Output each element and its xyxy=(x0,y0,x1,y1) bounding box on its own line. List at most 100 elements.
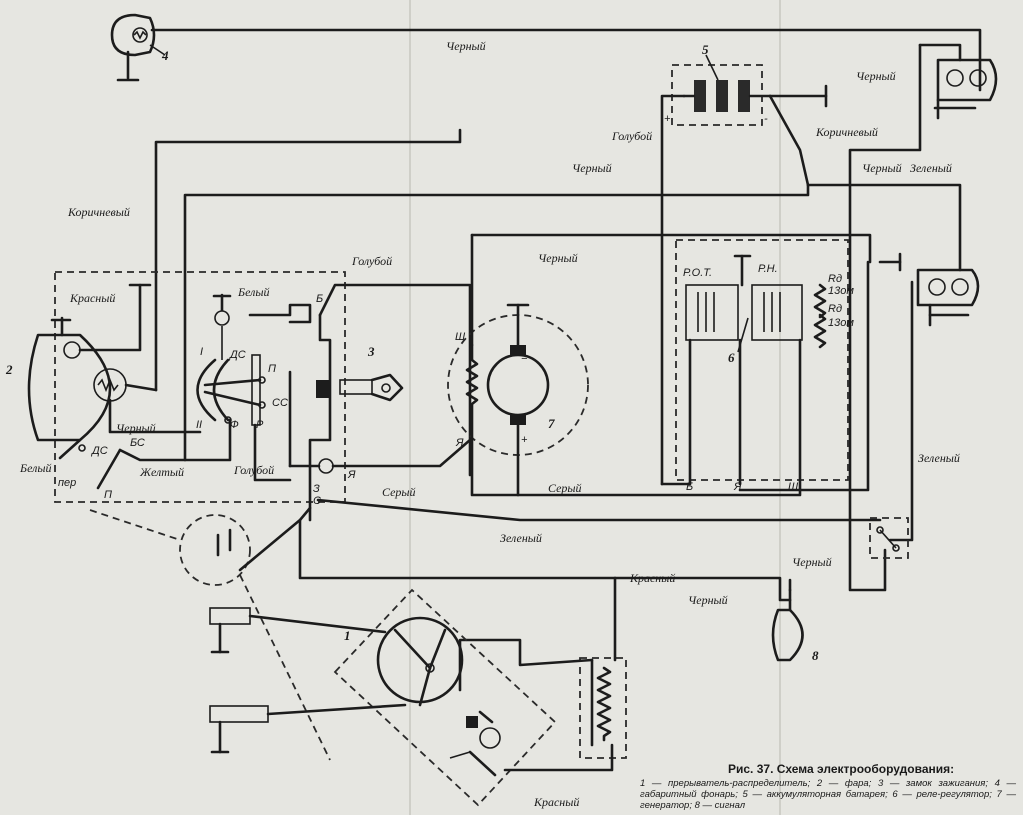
label-ignition-lock-number: 3 xyxy=(367,344,375,359)
terminal-rot: Р.О.Т. xyxy=(683,267,712,279)
terminal-z: З xyxy=(313,483,320,495)
wire-black-mid xyxy=(183,183,810,462)
headlight-switch-box xyxy=(54,271,346,503)
auxiliary-switch xyxy=(179,514,251,586)
regulator-box xyxy=(675,239,849,481)
label-parking-light-number: 4 xyxy=(161,48,169,63)
terminal-b-switch: Б xyxy=(316,293,323,305)
wire-blue-lower xyxy=(253,423,292,482)
wire-plug-upper xyxy=(248,614,387,634)
wire-label-brown-battery: Коричневый xyxy=(815,125,878,139)
wire-label-black-headlight: Черный xyxy=(116,421,156,435)
wire-label-yellow: Желтый xyxy=(139,465,184,479)
terminal-per: пер xyxy=(58,477,76,489)
terminal-p: П xyxy=(104,489,112,501)
wire-tail-upper xyxy=(918,43,962,62)
wire-grey-right xyxy=(516,423,802,497)
wire-brown-left xyxy=(154,128,462,392)
terminal-ii: II xyxy=(196,419,202,431)
dimmer-switch xyxy=(96,448,122,490)
terminal-r: Р xyxy=(256,419,264,431)
headlight xyxy=(27,316,127,442)
wire-label-green-far-right: Зеленый xyxy=(918,451,960,465)
wire-label-black-signal: Черный xyxy=(792,555,832,569)
wire-label-black-upper-right: Черный xyxy=(856,69,896,83)
switch-contact xyxy=(248,303,312,324)
terminal-s: С xyxy=(313,495,321,507)
label-breaker-number: 1 xyxy=(344,628,351,643)
wire-label-green-lower: Зеленый xyxy=(500,531,542,545)
wire-plug-lower xyxy=(266,703,407,716)
breaker-box xyxy=(333,588,557,807)
wire-brown-battery xyxy=(768,94,810,187)
wire-headlight-brown xyxy=(124,383,158,392)
terminal-bs: БС xyxy=(130,437,145,449)
terminal-rd1: Rд xyxy=(828,273,842,285)
wire-green-right xyxy=(806,183,962,272)
figure-caption: Рис. 37. Схема электрооборудования: 1 — … xyxy=(640,762,1016,811)
wire-label-white-headlight: Белый xyxy=(19,461,51,475)
label-signal-number: 8 xyxy=(812,648,819,663)
wire-green-far-right xyxy=(888,280,914,542)
wire-label-white-switch: Белый xyxy=(237,285,269,299)
terminal-rn: Р.Н. xyxy=(758,263,778,275)
wire-red-headlight xyxy=(78,283,142,352)
wire-label-red-lower: Красный xyxy=(629,571,675,585)
wire-blue-battery xyxy=(660,94,686,486)
label-battery-number: 5 xyxy=(702,42,709,57)
terminal-p2: П xyxy=(268,363,276,375)
breaker-distributor xyxy=(376,616,501,777)
wire-red-bottom xyxy=(503,743,614,772)
terminal-cc: СС xyxy=(272,397,288,409)
ignition-lock xyxy=(316,373,404,402)
caption-title: Рис. 37. Схема электрооборудования: xyxy=(728,762,955,776)
tail-light-upper xyxy=(933,58,998,120)
wire-label-black-signal2: Черный xyxy=(688,593,728,607)
terminal-i: I xyxy=(200,346,203,358)
terminal-f: Ф xyxy=(230,419,239,431)
wire-aux-switch xyxy=(238,518,302,572)
dashed-link-left xyxy=(89,509,181,541)
wire-white-headlight xyxy=(58,438,82,460)
spark-plug-upper xyxy=(209,607,251,654)
stop-switch xyxy=(869,517,909,559)
wire-label-blue-lower: Голубой xyxy=(233,463,274,477)
wire-grey-left xyxy=(331,438,472,468)
wire-label-red-bottom: Красный xyxy=(533,795,579,809)
wire-gen-ya xyxy=(470,438,520,497)
wire-black-generator xyxy=(470,233,872,264)
label-headlight-number: 2 xyxy=(5,362,13,377)
parking-light xyxy=(110,13,166,82)
ignition-coil xyxy=(590,658,612,747)
terminal-battery-plus: + xyxy=(664,113,671,125)
terminal-dot-dc xyxy=(78,444,86,452)
warning-lamp xyxy=(318,458,334,474)
terminal-ya-gen: Я xyxy=(455,437,464,449)
wire-regulator-b xyxy=(660,338,692,486)
terminal-gen-minus: − xyxy=(521,353,528,365)
wire-label-green-right: Зеленый xyxy=(910,161,952,175)
wire-label-grey-right: Серый xyxy=(548,481,582,495)
caption-text: 1 — прерыватель-распределитель; 2 — фара… xyxy=(640,778,1016,811)
label-regulator-number: 6 xyxy=(728,350,735,365)
wire-yellow xyxy=(118,418,232,462)
terminal-sh-gen: Ш xyxy=(455,331,466,343)
terminal-dc: ДС xyxy=(90,445,108,457)
wire-regulator-out xyxy=(738,260,870,492)
wire-label-brown-left: Коричневый xyxy=(67,205,130,219)
wire-label-black-generator: Черный xyxy=(538,251,578,265)
terminal-dc2: ДС xyxy=(228,349,246,361)
terminal-rd1-value: 13ом xyxy=(828,285,854,297)
terminal-ya: Я xyxy=(347,469,356,481)
wire-coil-breaker xyxy=(458,638,594,692)
terminal-rd2-value: 13ом xyxy=(828,317,854,329)
battery xyxy=(671,54,772,126)
terminal-rd2: Rд xyxy=(828,303,842,315)
wire-label-red-headlight: Красный xyxy=(69,291,115,305)
wire-black-headlight xyxy=(108,398,202,434)
terminal-gen-plus: + xyxy=(521,434,528,446)
wire-label-black-mid: Черный xyxy=(572,161,612,175)
wire-label-black-right: Черный xyxy=(862,161,902,175)
terminal-ya-reg: Я xyxy=(733,481,742,493)
